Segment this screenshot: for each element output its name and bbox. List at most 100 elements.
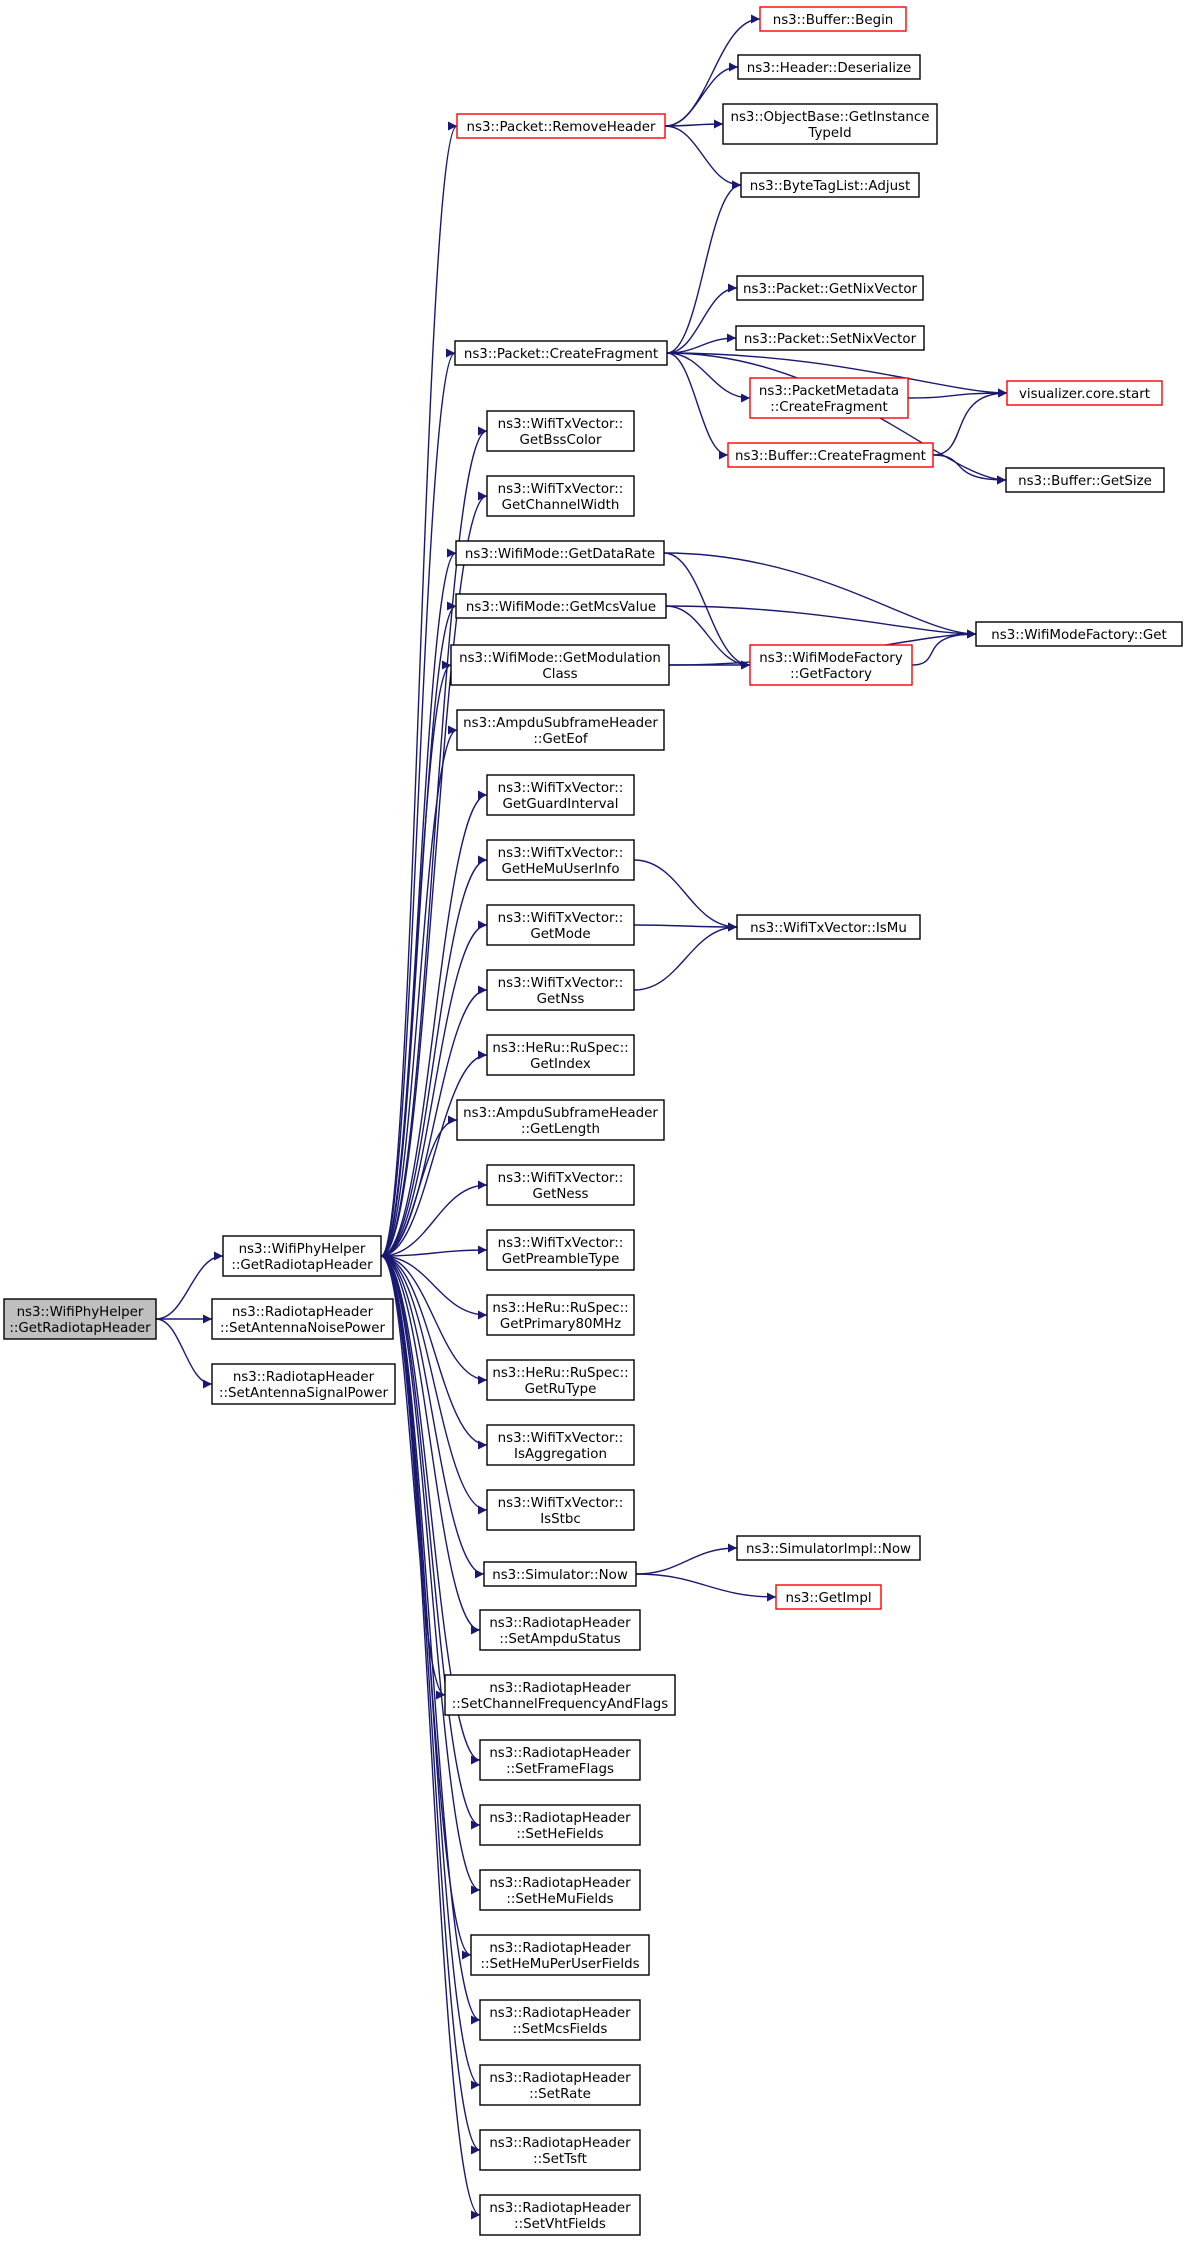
node-factget[interactable]: ns3::WifiModeFactory::Get — [975, 621, 1183, 647]
edge-datarate-to-factory — [663, 552, 751, 670]
node-label: ns3::RadiotapHeader — [489, 1681, 631, 1696]
node-box — [483, 1561, 637, 1587]
node-box — [456, 709, 665, 751]
node-box — [735, 325, 925, 351]
node-ampdu[interactable]: ns3::RadiotapHeader::SetAmpduStatus — [479, 1609, 641, 1651]
node-rutype[interactable]: ns3::HeRu::RuSpec::GetRuType — [486, 1359, 635, 1401]
edge-createfrag-to-pmcreate — [666, 352, 751, 403]
edge-gethdr-to-geteof — [380, 725, 458, 1257]
node-label: ::GetRadiotapHeader — [9, 1321, 151, 1336]
node-label: ns3::RadiotapHeader — [489, 1941, 631, 1956]
node-label: ns3::WifiTxVector:: — [498, 1171, 624, 1186]
node-label: ::SetMcsFields — [513, 2022, 608, 2037]
node-createfrag[interactable]: ns3::Packet::CreateFragment — [454, 340, 668, 366]
node-bufbegin[interactable]: ns3::Buffer::Begin — [759, 6, 907, 32]
node-bufcreate[interactable]: ns3::Buffer::CreateFragment — [727, 442, 934, 468]
node-label: ::SetHeMuFields — [506, 1892, 613, 1907]
node-setnoise[interactable]: ns3::RadiotapHeader::SetAntennaNoisePowe… — [211, 1298, 394, 1340]
node-getmode[interactable]: ns3::WifiTxVector::GetMode — [486, 904, 635, 946]
edge-gethdr-to-ampdu — [380, 1255, 481, 1635]
node-chfreq[interactable]: ns3::RadiotapHeader::SetChannelFrequency… — [444, 1674, 676, 1716]
node-adjust[interactable]: ns3::ByteTagList::Adjust — [740, 172, 920, 198]
node-getimpl[interactable]: ns3::GetImpl — [775, 1584, 882, 1610]
node-label: IsStbc — [540, 1512, 581, 1527]
node-label: GetPreambleType — [502, 1252, 620, 1267]
node-factory[interactable]: ns3::WifiModeFactory::GetFactory — [749, 644, 913, 686]
node-simnow[interactable]: ns3::Simulator::Now — [483, 1561, 637, 1587]
edge-gethdr-to-modclass — [380, 660, 452, 1257]
node-setsignal[interactable]: ns3::RadiotapHeader::SetAntennaSignalPow… — [211, 1363, 396, 1405]
edge-gethdr-to-gi — [380, 790, 488, 1257]
node-hemu[interactable]: ns3::WifiTxVector::GetHeMuUserInfo — [486, 839, 635, 881]
node-box — [211, 1363, 396, 1405]
node-preamble[interactable]: ns3::WifiTxVector::GetPreambleType — [486, 1229, 635, 1271]
node-getnix[interactable]: ns3::Packet::GetNixVector — [736, 275, 924, 301]
node-label: IsAggregation — [514, 1447, 607, 1462]
node-label: ::SetAntennaNoisePower — [220, 1321, 385, 1336]
node-frameflags[interactable]: ns3::RadiotapHeader::SetFrameFlags — [479, 1739, 641, 1781]
node-box — [455, 540, 665, 566]
edge-gethdr-to-isagg — [380, 1255, 488, 1450]
node-box — [444, 1674, 676, 1716]
node-label: ns3::RadiotapHeader — [489, 2201, 631, 2216]
node-ness[interactable]: ns3::WifiTxVector::GetNess — [486, 1164, 635, 1206]
node-label: ns3::WifiTxVector:: — [498, 781, 624, 796]
node-box — [737, 54, 921, 80]
node-tsft[interactable]: ns3::RadiotapHeader::SetTsft — [479, 2129, 641, 2171]
node-isagg[interactable]: ns3::WifiTxVector::IsAggregation — [486, 1424, 635, 1466]
node-deser[interactable]: ns3::Header::Deserialize — [737, 54, 921, 80]
node-box — [1006, 380, 1163, 406]
node-box — [722, 103, 938, 145]
node-setrate[interactable]: ns3::RadiotapHeader::SetRate — [479, 2064, 641, 2106]
node-vht[interactable]: ns3::RadiotapHeader::SetVhtFields — [479, 2194, 641, 2236]
edge-gethdr-to-preamble — [380, 1245, 488, 1257]
node-label: ns3::WifiTxVector:: — [498, 911, 624, 926]
edge-bufcreate-to-bufsize — [932, 454, 1007, 485]
node-root[interactable]: ns3::WifiPhyHelper::GetRadiotapHeader — [3, 1298, 157, 1340]
node-box — [749, 644, 913, 686]
node-hemuper[interactable]: ns3::RadiotapHeader::SetHeMuPerUserField… — [470, 1934, 650, 1976]
edge-gethdr-to-bss — [380, 426, 488, 1257]
node-implnow[interactable]: ns3::SimulatorImpl::Now — [736, 1535, 921, 1561]
node-removehdr[interactable]: ns3::Packet::RemoveHeader — [456, 113, 666, 139]
node-datarate[interactable]: ns3::WifiMode::GetDataRate — [455, 540, 665, 566]
node-bufsize[interactable]: ns3::Buffer::GetSize — [1005, 467, 1165, 493]
node-hemufields[interactable]: ns3::RadiotapHeader::SetHeMuFields — [479, 1869, 641, 1911]
edge-gethdr-to-createfrag — [380, 348, 456, 1257]
node-gi[interactable]: ns3::WifiTxVector::GetGuardInterval — [486, 774, 635, 816]
node-pmcreate[interactable]: ns3::PacketMetadata::CreateFragment — [749, 377, 909, 419]
node-bss[interactable]: ns3::WifiTxVector::GetBssColor — [486, 410, 635, 452]
node-box — [211, 1298, 394, 1340]
node-isstbc[interactable]: ns3::WifiTxVector::IsStbc — [486, 1489, 635, 1531]
node-box — [775, 1584, 882, 1610]
node-p80[interactable]: ns3::HeRu::RuSpec::GetPrimary80MHz — [486, 1294, 635, 1336]
node-label: ns3::WifiTxVector:: — [498, 482, 624, 497]
node-ruidx[interactable]: ns3::HeRu::RuSpec::GetIndex — [486, 1034, 635, 1076]
node-mcsval[interactable]: ns3::WifiMode::GetMcsValue — [455, 593, 667, 619]
node-setnix[interactable]: ns3::Packet::SetNixVector — [735, 325, 925, 351]
node-mcsfields[interactable]: ns3::RadiotapHeader::SetMcsFields — [479, 1999, 641, 2041]
node-box — [486, 410, 635, 452]
node-geteof[interactable]: ns3::AmpduSubframeHeader::GetEof — [456, 709, 665, 751]
node-label: ns3::WifiTxVector:: — [498, 1496, 624, 1511]
edge-gethdr-to-ruidx — [380, 1050, 488, 1257]
node-box — [486, 1359, 635, 1401]
node-getlen[interactable]: ns3::AmpduSubframeHeader::GetLength — [456, 1099, 665, 1141]
node-nss[interactable]: ns3::WifiTxVector::GetNss — [486, 969, 635, 1011]
node-chw[interactable]: ns3::WifiTxVector::GetChannelWidth — [486, 475, 635, 517]
edge-createfrag-to-bufcreate — [666, 352, 729, 460]
node-ismu[interactable]: ns3::WifiTxVector::IsMu — [736, 914, 921, 940]
edge-nss-to-ismu — [633, 922, 738, 991]
node-box — [736, 275, 924, 301]
node-box — [486, 475, 635, 517]
node-viz[interactable]: visualizer.core.start — [1006, 380, 1163, 406]
node-box — [486, 969, 635, 1011]
node-label: ns3::WifiPhyHelper — [239, 1242, 366, 1257]
node-hefields[interactable]: ns3::RadiotapHeader::SetHeFields — [479, 1804, 641, 1846]
node-box — [486, 1294, 635, 1336]
node-gethdr[interactable]: ns3::WifiPhyHelper::GetRadiotapHeader — [222, 1235, 382, 1277]
node-label: ns3::RadiotapHeader — [489, 2071, 631, 2086]
